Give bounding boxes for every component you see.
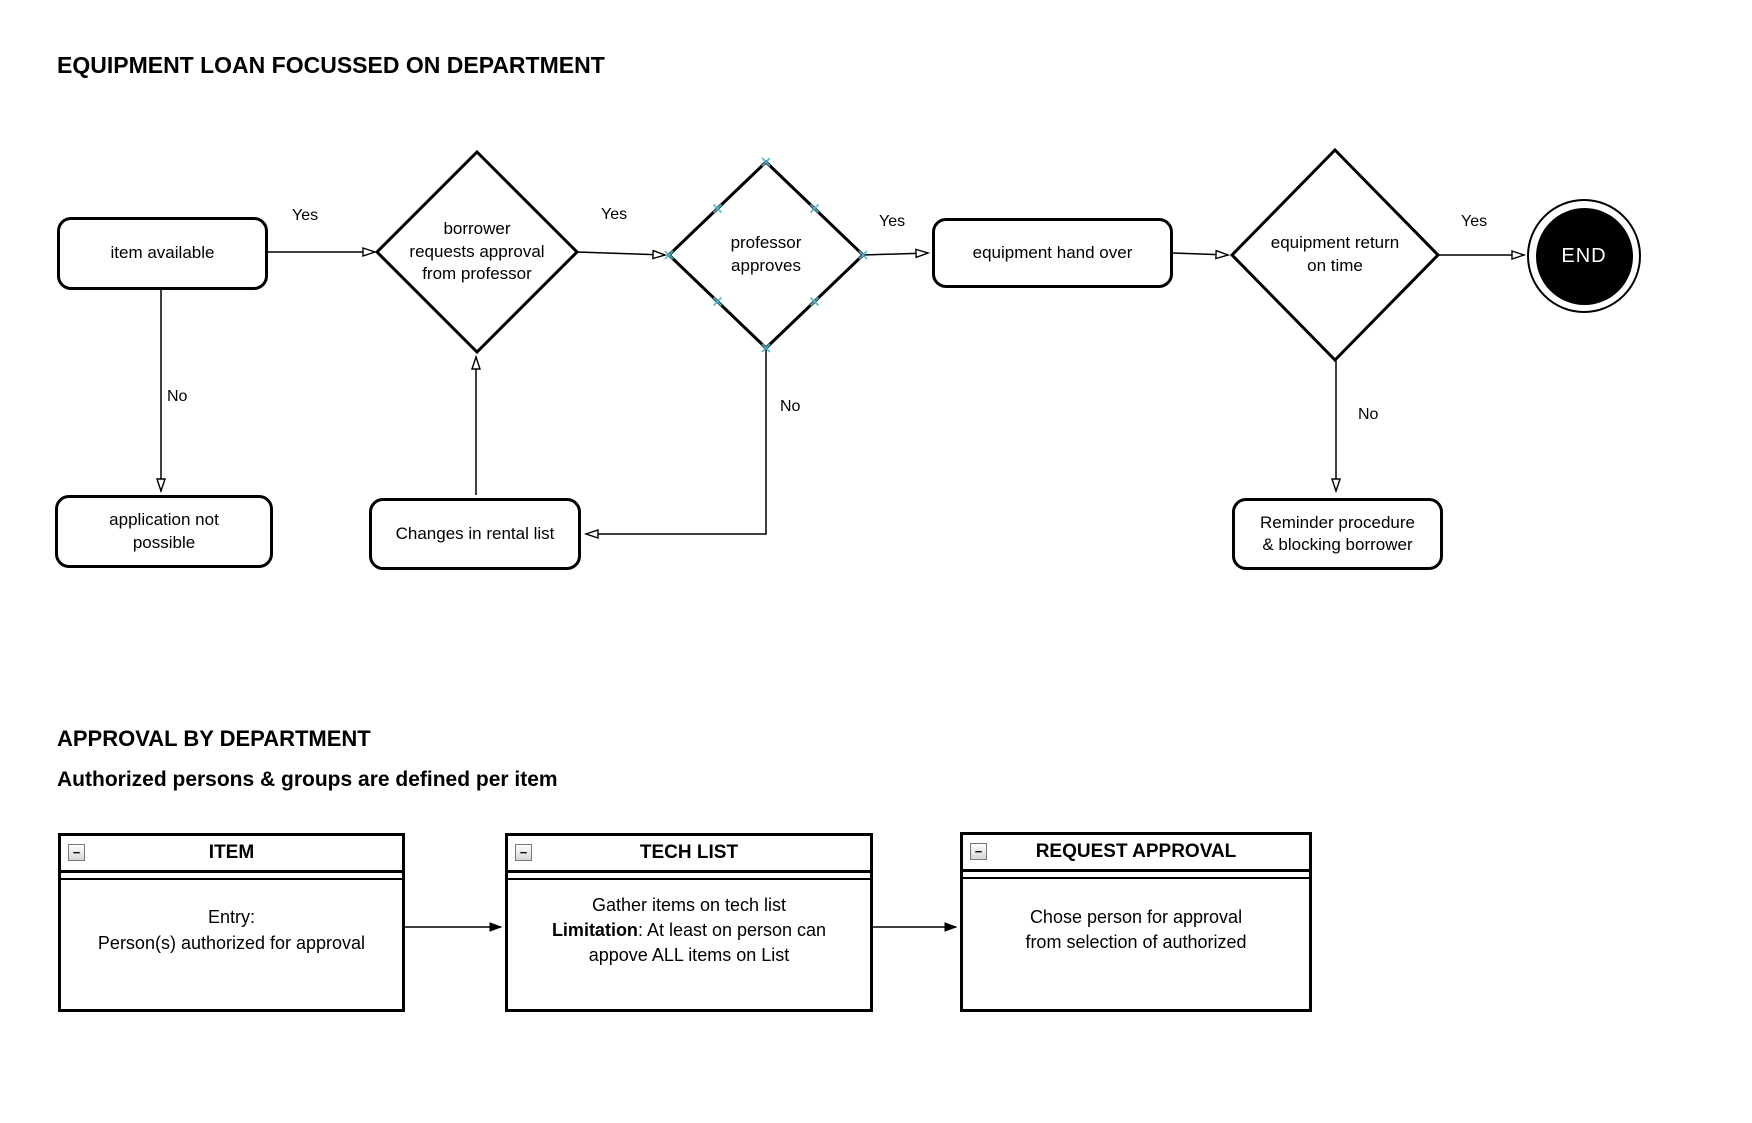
- edge-professor-to-handover[interactable]: [862, 248, 931, 259]
- node-label: equipment hand over: [972, 242, 1133, 262]
- end-label: END: [1561, 244, 1607, 267]
- container-title: ITEM: [208, 842, 255, 863]
- edge-label-no[interactable]: No: [167, 388, 188, 405]
- container-tech-list[interactable]: − TECH LIST Gather items on tech list Li…: [505, 833, 873, 1012]
- container-item[interactable]: − ITEM Entry: Person(s) authorized for a…: [58, 833, 405, 1012]
- edge-borrower-to-professor[interactable]: [576, 249, 668, 260]
- edge-label-yes[interactable]: Yes: [879, 213, 906, 230]
- node-label: item available: [110, 243, 215, 263]
- borrower-requests-approval-diamond[interactable]: [374, 149, 580, 355]
- container-item-body: Entry: Person(s) authorized for approval: [61, 878, 402, 1009]
- section-heading: APPROVAL BY DEPARTMENT: [57, 726, 371, 751]
- container-tech-list-body: Gather items on tech list Limitation: At…: [508, 878, 870, 1009]
- container-request-approval-header: − REQUEST APPROVAL: [963, 835, 1309, 872]
- node-item-available[interactable]: item available: [57, 217, 268, 290]
- container-item-header: − ITEM: [61, 836, 402, 873]
- edge-handover-to-return[interactable]: [1172, 249, 1231, 260]
- collapse-icon[interactable]: −: [970, 843, 987, 860]
- professor-approves-diamond[interactable]: [666, 159, 866, 351]
- section-subheading: Authorized persons & groups are defined …: [57, 768, 558, 791]
- page-title: EQUIPMENT LOAN FOCUSSED ON DEPARTMENT: [57, 52, 605, 78]
- edge-label-yes[interactable]: Yes: [1461, 213, 1488, 230]
- container-title: REQUEST APPROVAL: [1035, 841, 1237, 862]
- node-application-not-possible[interactable]: application not possible: [55, 495, 273, 568]
- edge-label-no[interactable]: No: [1358, 406, 1379, 423]
- equipment-return-diamond[interactable]: [1229, 147, 1441, 363]
- node-label: Changes in rental list: [395, 523, 555, 543]
- node-label: application not: [109, 510, 219, 530]
- container-request-approval[interactable]: − REQUEST APPROVAL Chose person for appr…: [960, 832, 1312, 1012]
- container-request-approval-body: Chose person for approval from selection…: [963, 877, 1309, 1009]
- node-label: Reminder procedure: [1260, 512, 1415, 532]
- collapse-icon[interactable]: −: [68, 844, 85, 861]
- edge-professor-no-to-changes[interactable]: [583, 348, 767, 539]
- collapse-icon[interactable]: −: [515, 844, 532, 861]
- node-label: possible: [132, 532, 196, 552]
- node-label: & blocking borrower: [1262, 535, 1413, 554]
- container-title: TECH LIST: [639, 842, 739, 863]
- container-tech-list-header: − TECH LIST: [508, 836, 870, 873]
- edge-label-yes[interactable]: Yes: [601, 206, 628, 223]
- node-end-terminator[interactable]: END: [1527, 199, 1641, 313]
- edge-label-yes[interactable]: Yes: [292, 207, 319, 224]
- node-changes-in-rental-list[interactable]: Changes in rental list: [369, 498, 581, 570]
- edge-label-no[interactable]: No: [780, 398, 801, 415]
- node-reminder-blocking[interactable]: Reminder procedure & blocking borrower: [1232, 498, 1443, 570]
- end-circle: END: [1535, 207, 1633, 305]
- connection-points: [664, 157, 868, 353]
- node-equipment-hand-over[interactable]: equipment hand over: [932, 218, 1173, 288]
